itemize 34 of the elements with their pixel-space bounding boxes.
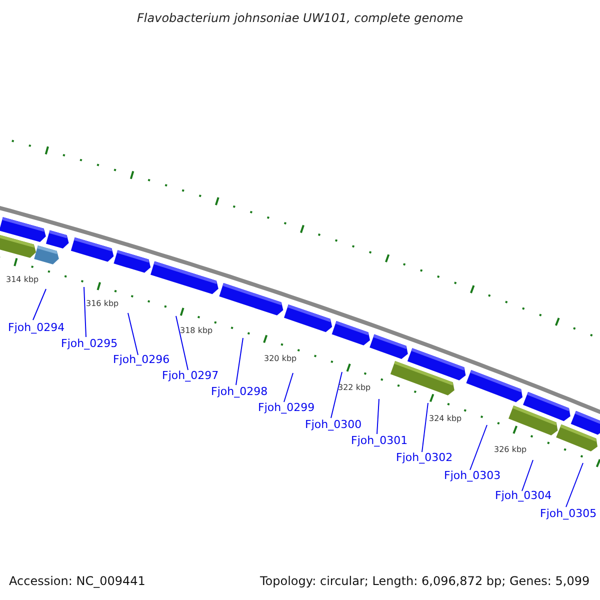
gene-label: Fjoh_0303 [444,470,501,481]
gene-label: Fjoh_0302 [396,452,453,463]
accession-text: Accession: NC_009441 [9,575,146,587]
leader-line [284,372,294,402]
gene-label: Fjoh_0298 [211,386,268,397]
leader-line [32,288,46,320]
gene-label: Fjoh_0301 [351,435,408,446]
leader-line [470,424,488,470]
gene-label: Fjoh_0294 [8,322,65,333]
leader-line [128,312,138,356]
leader-line [84,286,86,338]
leader-line [376,398,380,434]
leader-line [522,460,534,492]
gene-label: Fjoh_0295 [61,338,118,349]
diagram-title: Flavobacterium johnsoniae UW101, complete genome [137,12,464,24]
scale-label: 318 kbp [180,327,213,335]
gene-label: Fjoh_0297 [162,370,219,381]
leader-line [236,338,244,386]
scale-label: 314 kbp [6,276,39,284]
scale-label: 326 kbp [494,446,527,454]
gene-label: Fjoh_0305 [540,508,597,519]
leader-line [422,402,428,452]
scale-label: 320 kbp [264,355,297,363]
gene-label: Fjoh_0304 [495,490,552,501]
scale-label: 324 kbp [429,415,462,423]
genome-info-text: Topology: circular; Length: 6,096,872 bp; Genes: 5,099 [260,575,590,587]
gene-label: Fjoh_0299 [258,402,315,413]
scale-label: 322 kbp [338,384,371,392]
gene-label: Fjoh_0300 [305,419,362,430]
leader-line [566,462,584,508]
gene-label: Fjoh_0296 [113,354,170,365]
leader-line [330,372,342,418]
leader-line [176,316,188,370]
scale-label: 316 kbp [86,300,119,308]
